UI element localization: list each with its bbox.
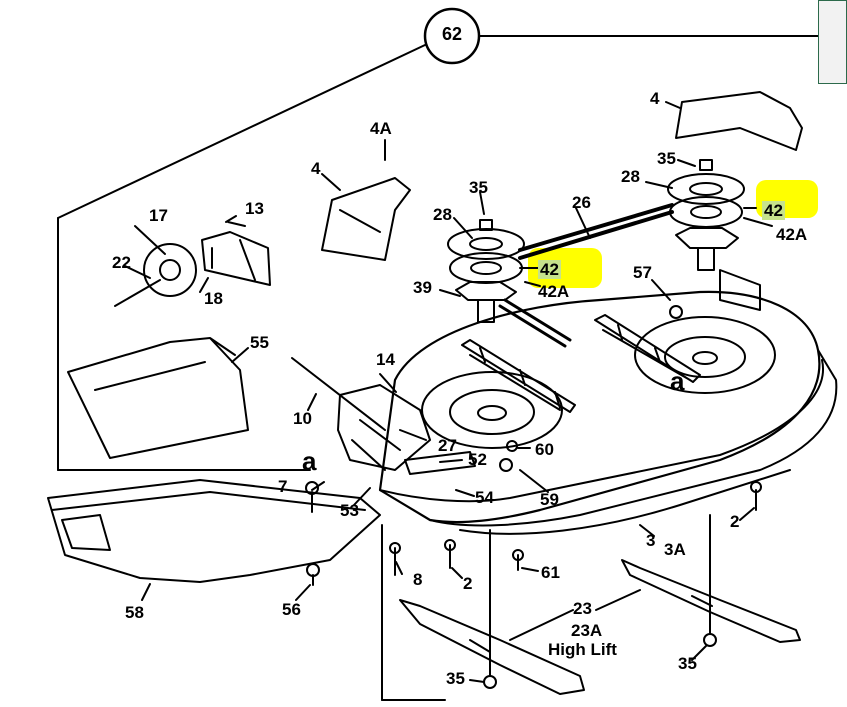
label-53: 53 — [340, 501, 359, 520]
reference-thumbnail — [818, 0, 847, 84]
label-8: 8 — [413, 570, 423, 589]
label-27: 27 — [438, 436, 457, 455]
label-58: 58 — [125, 603, 144, 622]
label-2-right: 2 — [730, 512, 740, 531]
label-61: 61 — [541, 563, 560, 582]
label-23A: 23A — [571, 621, 603, 640]
label-35-bottom-left: 35 — [446, 669, 465, 688]
belt-cover-4-left — [321, 177, 411, 261]
label-42A-right: 42A — [776, 225, 808, 244]
label-2-bottom: 2 — [463, 574, 473, 593]
label-10: 10 — [293, 409, 312, 428]
pulley-28-right — [667, 173, 745, 205]
blade-left-23 — [399, 599, 585, 695]
label-28-right: 28 — [621, 167, 640, 186]
label-4-right: 4 — [650, 89, 660, 108]
belt-guard-55 — [67, 337, 249, 459]
label-3A: 3A — [664, 540, 686, 559]
front-baffle-58 — [47, 479, 381, 583]
label-28-left: 28 — [433, 205, 452, 224]
label-26: 26 — [572, 193, 591, 212]
label-3: 3 — [646, 531, 656, 550]
belt-cover-4-right — [675, 91, 803, 151]
label-35-top-right: 35 — [657, 149, 676, 168]
label-23: 23 — [573, 599, 592, 618]
idler-pulley-17 — [143, 243, 197, 297]
label-14: 14 — [376, 350, 395, 369]
right-spindle-opening — [634, 316, 776, 394]
label-59: 59 — [540, 490, 559, 509]
label-54: 54 — [475, 488, 494, 507]
label-7: 7 — [278, 477, 288, 496]
pulley-42-right — [669, 196, 743, 228]
label-57: 57 — [633, 263, 652, 282]
left-spindle-opening — [421, 371, 563, 449]
label-60: 60 — [535, 440, 554, 459]
label-56: 56 — [282, 600, 301, 619]
label-4A: 4A — [370, 119, 392, 138]
label-high-lift: High Lift — [548, 640, 617, 659]
label-22: 22 — [112, 253, 131, 272]
label-42A-left: 42A — [538, 282, 570, 301]
deck-outer — [378, 290, 821, 524]
label-42-right: 42 — [762, 201, 785, 220]
label-42-left: 42 — [538, 260, 561, 279]
rod-10 — [291, 357, 386, 431]
label-35-bottom-right: 35 — [678, 654, 697, 673]
label-39: 39 — [413, 278, 432, 297]
label-a-right: a — [670, 366, 685, 396]
label-55: 55 — [250, 333, 269, 352]
blade-right-23A — [621, 559, 801, 643]
pulley-42-left — [449, 252, 523, 284]
label-18: 18 — [204, 289, 223, 308]
pulley-28-left — [447, 228, 525, 260]
label-35-top-left: 35 — [469, 178, 488, 197]
callout-62: 62 — [441, 24, 463, 44]
label-a-left: a — [302, 446, 317, 476]
label-17: 17 — [149, 206, 168, 225]
belt-26 — [518, 203, 674, 260]
label-13: 13 — [245, 199, 264, 218]
label-4-left: 4 — [311, 159, 321, 178]
label-52: 52 — [468, 450, 487, 469]
